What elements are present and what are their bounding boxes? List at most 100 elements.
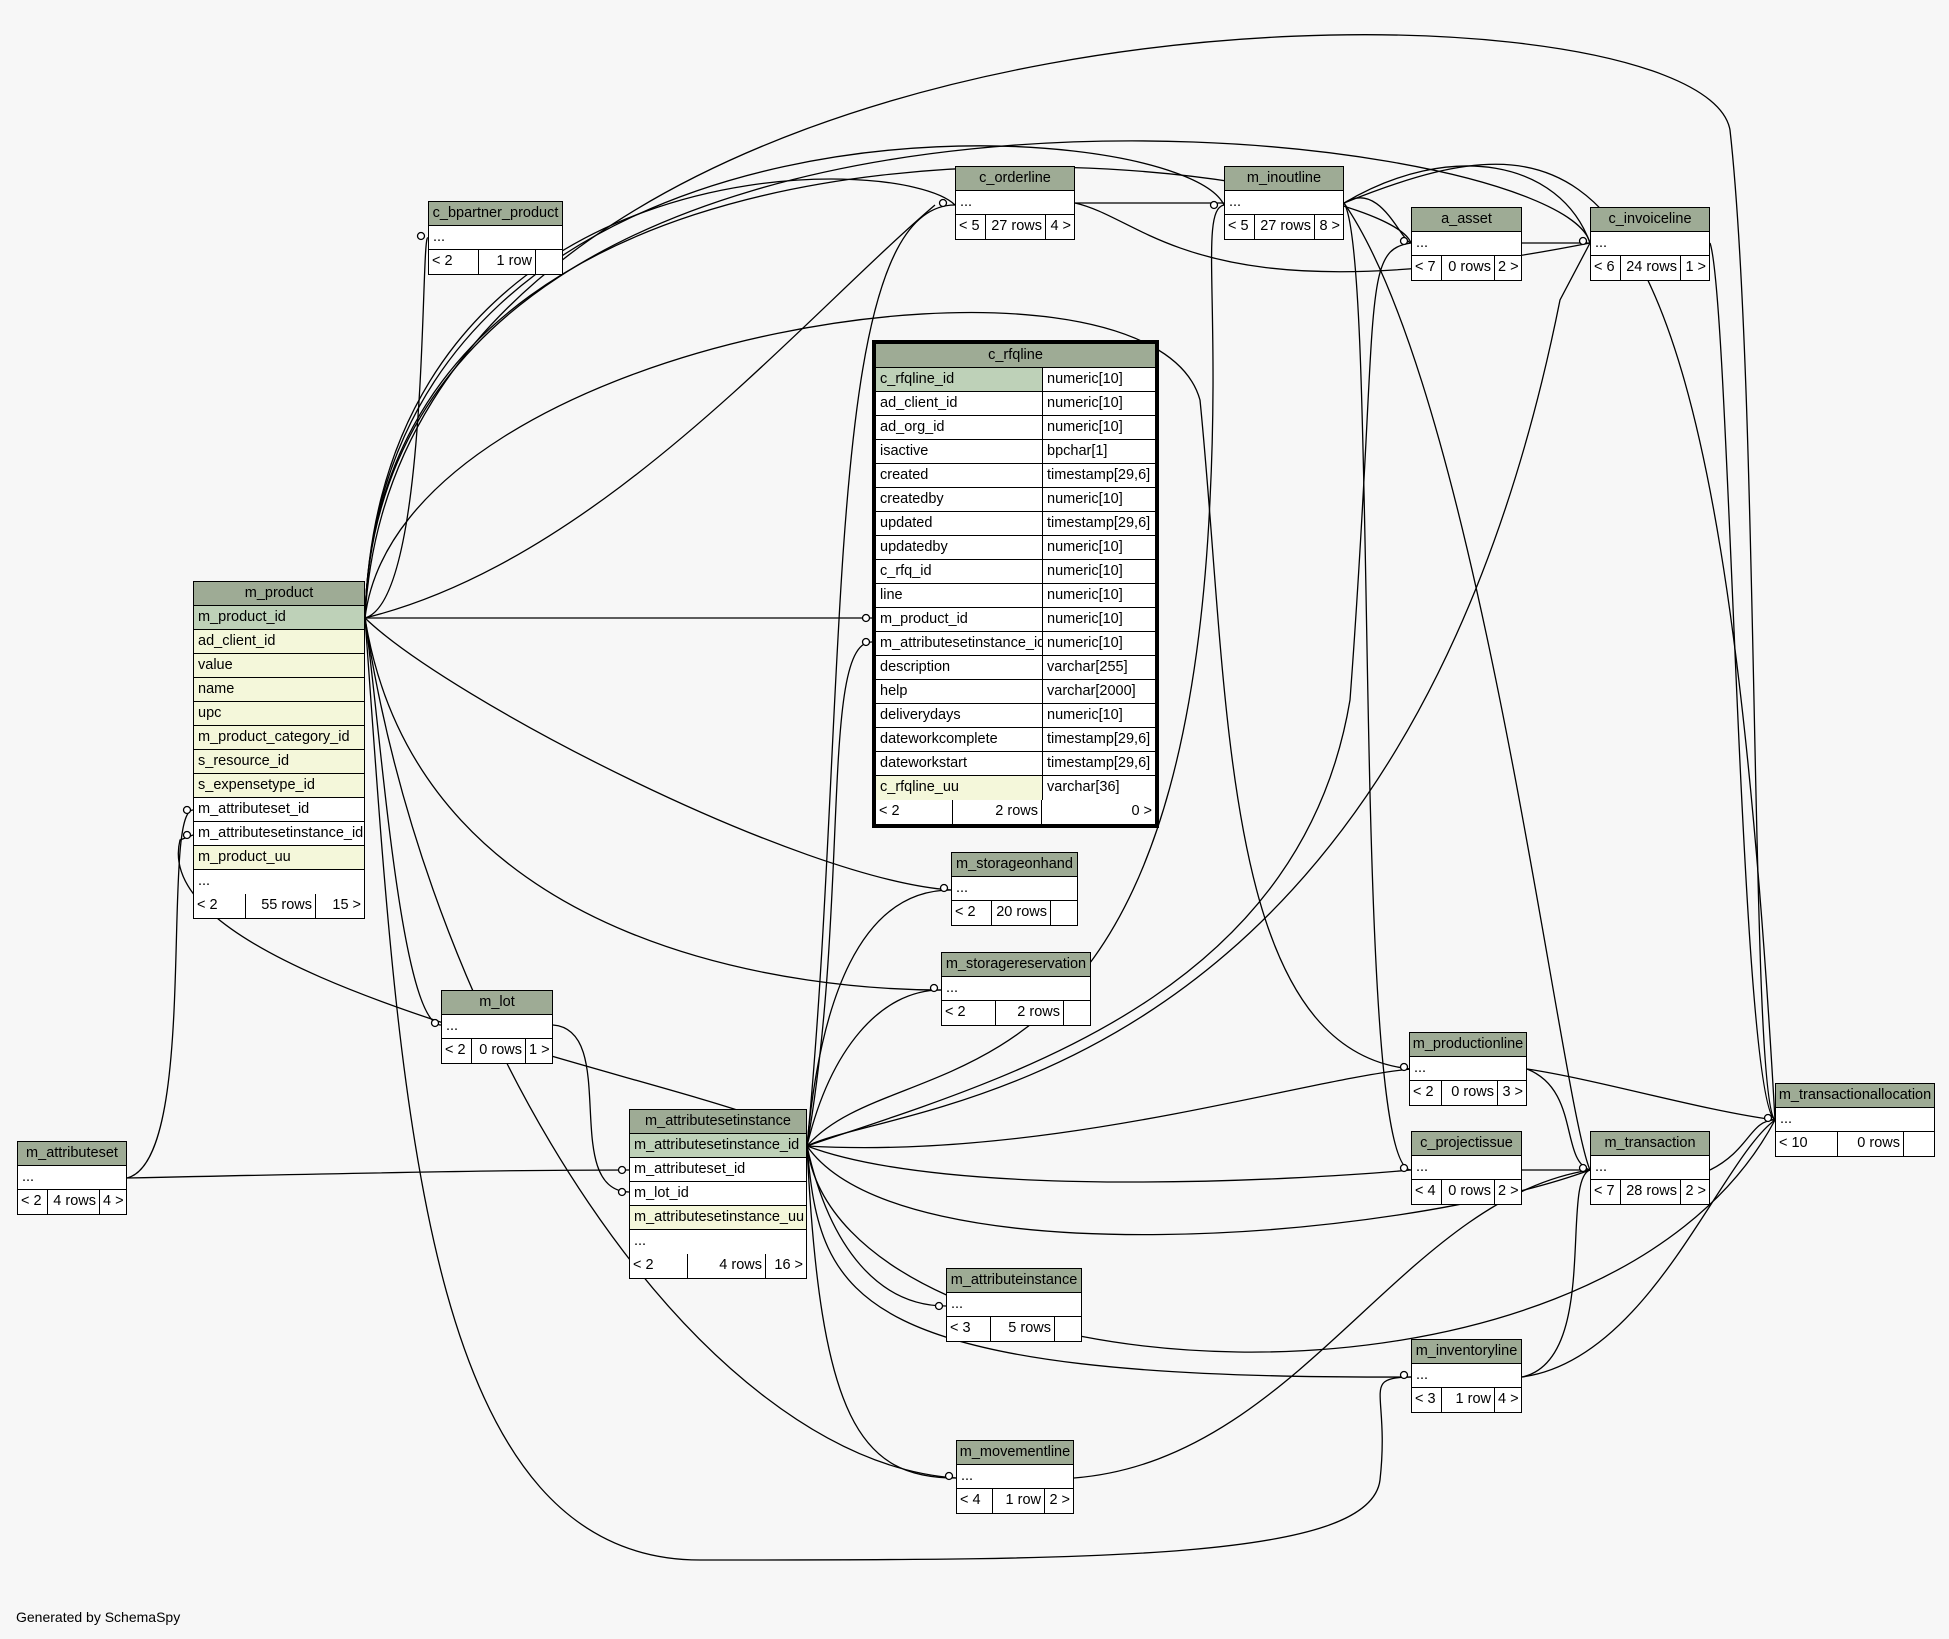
table-c_invoiceline[interactable]: c_invoiceline ... < 6 24 rows 1 >: [1590, 207, 1710, 281]
relationship-line: [364, 617, 1412, 1561]
table-header: m_movementline: [957, 1441, 1073, 1465]
relationship-line: [364, 178, 956, 619]
table-header: m_storagereservation: [942, 953, 1090, 977]
table-m_attributeset[interactable]: m_attributeset ... < 2 4 rows 4 >: [17, 1141, 127, 1215]
column-name: c_rfqline_id: [876, 368, 1042, 391]
row-count: 2 rows: [996, 1001, 1064, 1025]
table-footer: < 2 2 rows 0 >: [876, 800, 1155, 824]
table-c_projectissue[interactable]: c_projectissue ... < 4 0 rows 2 >: [1411, 1131, 1522, 1205]
table-m_transaction[interactable]: m_transaction ... < 7 28 rows 2 >: [1590, 1131, 1710, 1205]
parents-count: < 2: [876, 800, 953, 824]
table-header: m_attributesetinstance: [630, 1110, 806, 1134]
parents-count: < 2: [194, 894, 246, 918]
table-header: c_bpartner_product: [429, 202, 562, 226]
parents-count: < 2: [630, 1254, 688, 1278]
table-m_attributesetinstance[interactable]: m_attributesetinstance m_attributesetins…: [629, 1109, 807, 1279]
relationship-endpoint: [1578, 236, 1588, 246]
row-count: 4 rows: [48, 1190, 100, 1214]
column-ellipsis: ...: [942, 977, 1090, 1001]
column-row: m_product_category_id: [194, 726, 364, 750]
relationship-line: [1526, 1068, 1591, 1171]
column-ellipsis: ...: [956, 191, 1074, 215]
relationship-line: [1709, 242, 1776, 1121]
table-m_storageonhand[interactable]: m_storageonhand ... < 2 20 rows: [951, 852, 1078, 926]
row-count: 2 rows: [953, 800, 1042, 824]
table-footer: < 2 2 rows: [942, 1001, 1090, 1025]
table-m_storagereservation[interactable]: m_storagereservation ... < 2 2 rows: [941, 952, 1091, 1026]
column-type: bpchar[1]: [1042, 440, 1155, 463]
column-name: help: [876, 680, 1042, 703]
column-row: ad_client_id: [194, 630, 364, 654]
column-name: dateworkcomplete: [876, 728, 1042, 751]
column-name: c_rfqline_uu: [876, 776, 1042, 800]
children-count: 8 >: [1319, 218, 1340, 234]
relationship-line: [806, 1145, 1412, 1378]
table-m_movementline[interactable]: m_movementline ... < 4 1 row 2 >: [956, 1440, 1074, 1514]
column-type: varchar[36]: [1042, 776, 1155, 800]
relationship-line: [806, 1068, 1412, 1149]
relationship-line: [364, 34, 1776, 1121]
table-m_inventoryline[interactable]: m_inventoryline ... < 3 1 row 4 >: [1411, 1339, 1522, 1413]
row-count: 1 row: [479, 250, 536, 274]
relationship-line: [126, 1169, 630, 1179]
table-c_orderline[interactable]: c_orderline ... < 5 27 rows 4 >: [955, 166, 1075, 240]
column-ellipsis: ...: [429, 226, 562, 250]
column-row: m_attributesetinstance_id: [630, 1134, 806, 1158]
column-name: description: [876, 656, 1042, 679]
table-m_inoutline[interactable]: m_inoutline ... < 5 27 rows 8 >: [1224, 166, 1344, 240]
row-count: 27 rows: [1255, 215, 1315, 239]
relationship-line: [806, 242, 1591, 1147]
children-count: 4 >: [1498, 1391, 1519, 1407]
table-m_attributeinstance[interactable]: m_attributeinstance ... < 3 5 rows: [946, 1268, 1082, 1342]
table-a_asset[interactable]: a_asset ... < 7 0 rows 2 >: [1411, 207, 1522, 281]
column-name: updatedby: [876, 536, 1042, 559]
table-header: m_product: [194, 582, 364, 606]
column-name: isactive: [876, 440, 1042, 463]
relationship-line: [1521, 1119, 1776, 1378]
relationship-endpoint: [1578, 1163, 1588, 1173]
relationship-endpoint: [1209, 200, 1219, 210]
column-type: varchar[2000]: [1042, 680, 1155, 703]
relationship-line: [364, 145, 1225, 619]
parents-count: < 3: [1412, 1388, 1442, 1412]
column-row: name: [194, 678, 364, 702]
parents-count: < 2: [942, 1001, 996, 1025]
relationship-endpoint: [944, 1471, 954, 1481]
table-footer: < 3 5 rows: [947, 1317, 1081, 1341]
row-count: 20 rows: [992, 901, 1051, 925]
relationship-line: [806, 1145, 947, 1307]
table-m_lot[interactable]: m_lot ... < 2 0 rows 1 >: [441, 990, 553, 1064]
row-count: 28 rows: [1621, 1180, 1681, 1204]
parents-count: < 2: [18, 1190, 48, 1214]
table-footer: < 2 20 rows: [952, 901, 1077, 925]
relationship-line: [364, 617, 952, 891]
relationship-line: [364, 311, 1412, 1070]
column-name: m_lot_id: [634, 1185, 689, 1201]
relationship-line: [364, 204, 936, 619]
table-footer: < 2 0 rows 3 >: [1410, 1081, 1526, 1105]
table-c_bpartner_product[interactable]: c_bpartner_product ... < 2 1 row: [428, 201, 563, 275]
parents-count: < 5: [1225, 215, 1255, 239]
column-name: m_product_id: [876, 608, 1042, 631]
column-type: numeric[10]: [1042, 584, 1155, 607]
relationship-line: [1343, 202, 1412, 1171]
children-count: 16 >: [774, 1257, 803, 1273]
relationship-endpoint: [1763, 1113, 1773, 1123]
table-m_productionline[interactable]: m_productionline ... < 2 0 rows 3 >: [1409, 1032, 1527, 1106]
relationship-line: [1343, 202, 1591, 1171]
relationship-line: [364, 617, 442, 1026]
table-footer: < 5 27 rows 4 >: [956, 215, 1074, 239]
table-header: a_asset: [1412, 208, 1521, 232]
column-type: timestamp[29,6]: [1042, 728, 1155, 751]
relationship-line: [806, 242, 1412, 1147]
column-ellipsis: ...: [1776, 1108, 1934, 1132]
column-row: m_attributesetinstance_uu: [630, 1206, 806, 1230]
table-m_transactionallocation[interactable]: m_transactionallocation ... < 10 0 rows: [1775, 1083, 1935, 1157]
